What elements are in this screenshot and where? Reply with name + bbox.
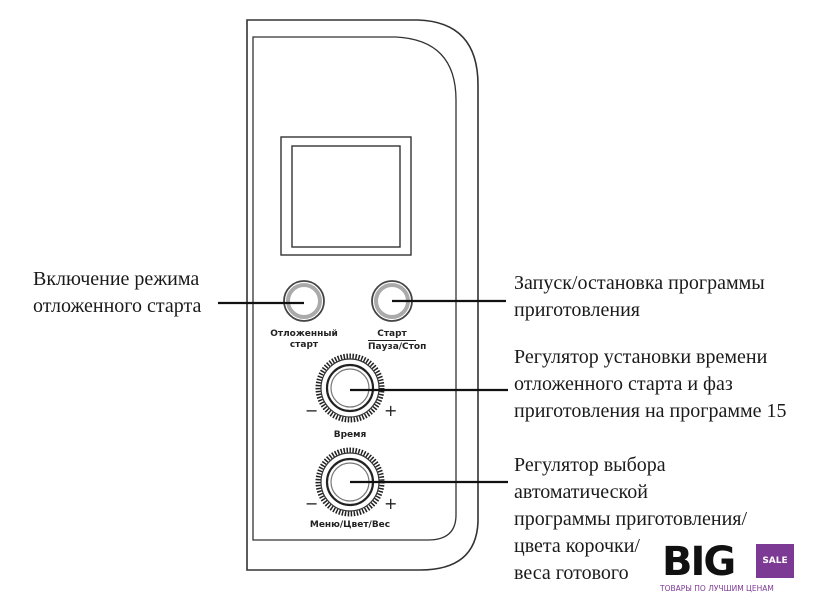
menu-knob-minus: − xyxy=(305,494,319,513)
callout-delayed-start-line2: отложенного старта xyxy=(33,295,202,317)
time-knob-minus: − xyxy=(305,401,319,420)
delayed-start-label-line1: Отложенный xyxy=(270,329,338,339)
callout-time-regulator-line2: отложенного старта и фаз xyxy=(514,373,733,395)
delayed-start-label: Отложенный старт xyxy=(262,329,346,351)
start-stop-label-line1: Старт xyxy=(377,329,407,339)
delayed-start-label-line2: старт xyxy=(289,340,319,350)
callout-start-stop-line2: приготовления xyxy=(514,299,640,321)
delayed-start-button[interactable] xyxy=(283,280,325,322)
panel-outline xyxy=(246,19,479,571)
menu-knob-label: Меню/Цвет/Вес xyxy=(309,520,391,530)
time-knob[interactable] xyxy=(315,353,385,423)
start-stop-label-line2: Пауза/Стоп xyxy=(368,340,427,352)
callout-time-regulator: Регулятор установки времени отложенного … xyxy=(514,344,787,425)
callout-program-regulator-line1: Регулятор выбора xyxy=(514,454,666,476)
callout-start-stop: Запуск/остановка программы приготовления xyxy=(514,270,765,324)
menu-knob-plus: + xyxy=(384,494,398,513)
callout-start-stop-line1: Запуск/остановка программы xyxy=(514,272,765,294)
logo-brand: BIG xyxy=(662,539,736,585)
callout-program-regulator-line3: программы приготовления/ xyxy=(514,508,748,530)
display-outer xyxy=(280,136,412,256)
time-knob-plus: + xyxy=(384,401,398,420)
callout-delayed-start: Включение режима отложенного старта xyxy=(33,266,201,320)
callout-program-regulator-line2: автоматической xyxy=(514,481,648,503)
callout-delayed-start-line1: Включение режима xyxy=(33,268,200,290)
logo-sale-badge: SALE xyxy=(756,544,794,578)
callout-program-regulator: Регулятор выбора автоматической программ… xyxy=(514,452,747,587)
time-knob-label: Время xyxy=(333,430,367,440)
display-inner xyxy=(291,145,401,248)
callout-program-regulator-line4: цвета корочки/ xyxy=(514,535,640,557)
callout-time-regulator-line1: Регулятор установки времени xyxy=(514,346,768,368)
start-stop-label: Старт Пауза/Стоп xyxy=(350,329,434,353)
callout-time-regulator-line3: приготовления на программе 15 xyxy=(514,400,787,422)
bigsale-logo: BIG SALE ТОВАРЫ ПО ЛУЧШИМ ЦЕНАМ xyxy=(660,540,800,600)
logo-tagline: ТОВАРЫ ПО ЛУЧШИМ ЦЕНАМ xyxy=(660,584,774,593)
callout-program-regulator-line5: веса готового xyxy=(514,562,629,584)
panel-inner-outline xyxy=(252,36,457,541)
